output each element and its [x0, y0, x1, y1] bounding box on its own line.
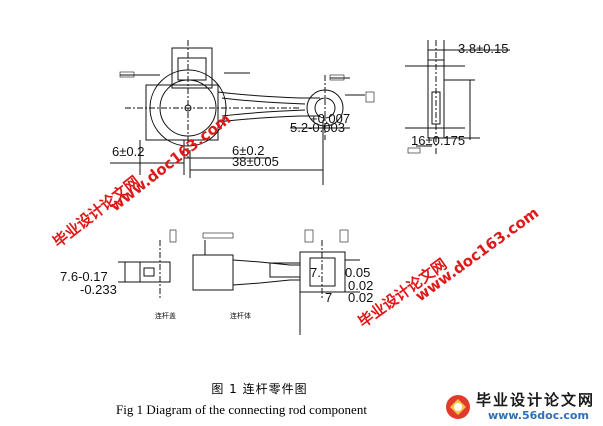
dim-center-distance: 38±0.05: [232, 154, 279, 169]
logo-site-url: www.56doc.com: [488, 409, 589, 422]
label-rod-body: 连杆体: [230, 311, 251, 320]
watermark-url-2: www.doc163.com: [412, 204, 542, 306]
dim-right-c: 0.02: [348, 278, 373, 293]
dim-right-a: 0.05: [345, 265, 370, 280]
rod-main-view: [120, 40, 365, 160]
dim-left-offset: 6±0.2: [112, 144, 144, 159]
dim-top-width: 3.8±0.15: [458, 41, 509, 56]
dim-side-height: 16±0.175: [411, 133, 465, 148]
dim-left-upper: 7.6-0.17: [60, 269, 108, 284]
site-logo: 毕业设计论文网 www.56doc.com: [440, 389, 603, 426]
dim-left-lower: -0.233: [80, 282, 117, 297]
dim-bore-upper: +0.007: [310, 111, 350, 126]
logo-badge-icon: [446, 395, 470, 419]
rod-side-view: [405, 40, 510, 155]
dim-right-d: 0.02: [348, 290, 373, 305]
rod-body-section: [192, 240, 360, 335]
dim-right-b: 7.: [310, 265, 321, 280]
watermark-cn-1: 毕业设计论文网: [49, 172, 143, 251]
main-view-dimensions: [110, 120, 350, 185]
dim-mid-offset: 6±0.2: [232, 143, 264, 158]
dim-right-e: 7: [325, 290, 332, 305]
dim-bore-lower: 5.2-0.003: [290, 120, 345, 135]
label-rod-cap: 连杆盖: [155, 311, 176, 320]
logo-site-name: 毕业设计论文网: [476, 391, 596, 409]
caption-english: Fig 1 Diagram of the connecting rod comp…: [116, 402, 367, 417]
caption-chinese: 图 1 连杆零件图: [211, 382, 308, 396]
rod-cap-section: [118, 240, 171, 300]
